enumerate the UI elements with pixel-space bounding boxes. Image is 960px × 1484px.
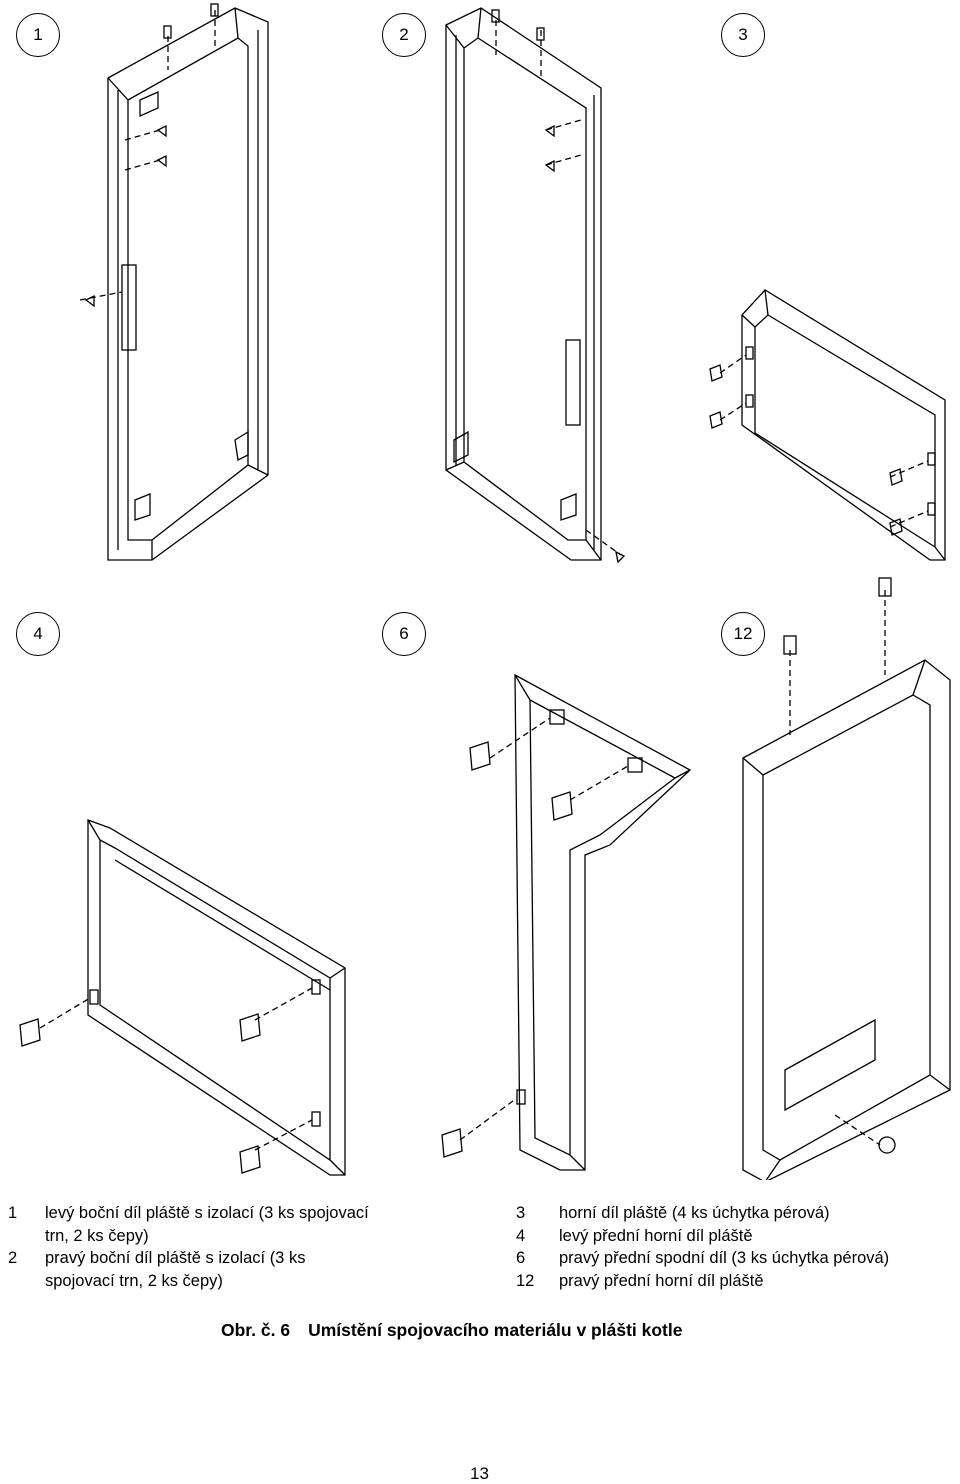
drawing-left-side-panel [80, 0, 280, 570]
legend: 1 levý boční díl pláště s izolací (3 ks … [0, 1202, 960, 1302]
figure-label-1: 1 [16, 13, 60, 57]
legend-number: 4 [516, 1226, 526, 1245]
figure-label-6: 6 [382, 612, 426, 656]
legend-text: trn, 2 ks čepy) [45, 1226, 149, 1245]
legend-text: pravý přední horní díl pláště [559, 1271, 764, 1290]
page-number: 13 [470, 1464, 489, 1483]
caption-text: Umístění spojovacího materiálu v plášti … [308, 1320, 683, 1340]
legend-number: 12 [516, 1271, 535, 1290]
figure-caption: Obr. č. 6 Umístění spojovacího materiálu … [221, 1320, 682, 1341]
legend-text: horní díl pláště (4 ks úchytka pérová) [559, 1204, 830, 1222]
drawing-left-front-upper-panel [0, 800, 360, 1180]
legend-text: pravý boční díl pláště s izolací (3 ks [45, 1249, 306, 1267]
figure-label-4: 4 [16, 612, 60, 656]
figure-label-12: 12 [721, 612, 765, 656]
figure-label-2: 2 [382, 13, 426, 57]
legend-text: pravý přední spodní díl (3 ks úchytka pé… [559, 1249, 890, 1267]
legend-number: 1 [8, 1204, 18, 1222]
legend-text: levý přední horní díl pláště [559, 1226, 753, 1245]
drawing-right-front-lower-panel [420, 670, 710, 1180]
legend-text: spojovací trn, 2 ks čepy) [45, 1271, 223, 1290]
legend-text: levý boční díl pláště s izolací (3 ks sp… [45, 1204, 369, 1222]
figure-label-3: 3 [721, 13, 765, 57]
caption-label: Obr. č. 6 [221, 1320, 291, 1340]
drawing-right-side-panel [436, 0, 636, 570]
drawing-right-front-upper-panel [735, 570, 955, 1180]
legend-number: 2 [8, 1249, 18, 1267]
legend-number: 6 [516, 1249, 526, 1267]
legend-number: 3 [516, 1204, 526, 1222]
drawing-top-panel [700, 285, 960, 570]
